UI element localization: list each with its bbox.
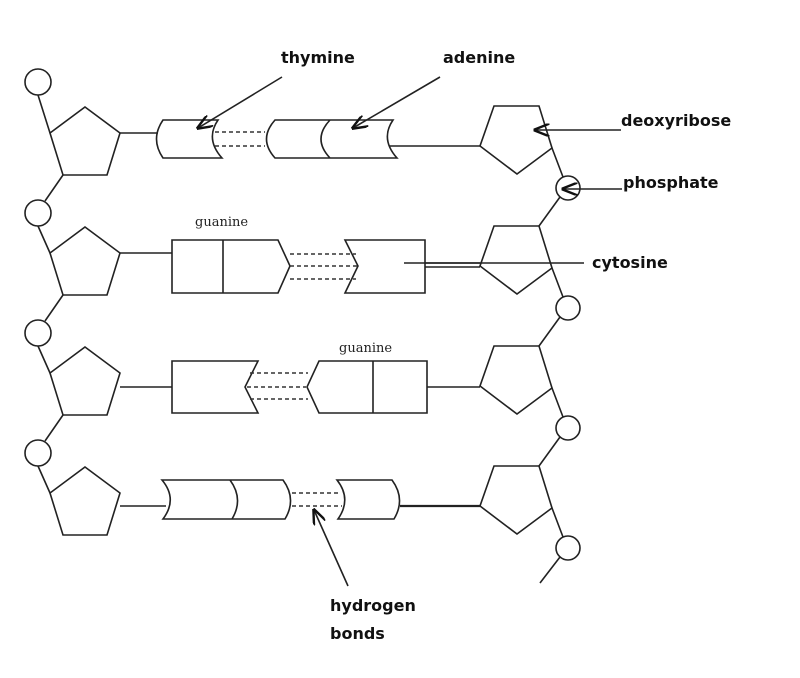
phosphate-circle	[24, 439, 52, 467]
arrow-adenine	[353, 76, 441, 128]
deoxyribose-pentagon	[479, 345, 553, 415]
left-backbone	[24, 68, 121, 536]
thymine-base	[155, 119, 224, 159]
arrow-thymine	[198, 76, 283, 128]
thymine-base	[335, 479, 401, 520]
cytosine-base	[171, 360, 260, 414]
deoxyribose-pentagon	[49, 346, 121, 416]
label-guanine: guanine	[339, 341, 392, 356]
base-pair-row-3	[120, 360, 480, 414]
label-bonds: bonds	[330, 624, 385, 643]
phosphate-circle	[24, 68, 52, 96]
label-thymine: thymine	[281, 48, 355, 67]
deoxyribose-pentagon	[479, 105, 553, 175]
label-phosphate: phosphate	[623, 173, 719, 192]
label-deoxyribose: deoxyribose	[621, 111, 731, 130]
base-pair-row-2	[120, 239, 480, 294]
phosphate-circle	[555, 415, 581, 441]
label-guanine: guanine	[195, 215, 248, 230]
label-adenine: adenine	[443, 48, 515, 67]
deoxyribose-pentagon	[49, 466, 121, 536]
guanine-base	[306, 360, 428, 414]
deoxyribose-pentagon	[49, 226, 121, 296]
phosphate-circle	[24, 319, 52, 347]
deoxyribose-pentagon	[49, 106, 121, 176]
adenine-base	[265, 119, 399, 159]
label-hydrogen: hydrogen	[330, 596, 416, 615]
label-cytosine: cytosine	[592, 253, 668, 272]
phosphate-circle	[24, 199, 52, 227]
base-pair-row-1	[120, 119, 480, 159]
phosphate-circle	[555, 175, 581, 201]
right-backbone	[479, 105, 581, 584]
deoxyribose-pentagon	[479, 225, 553, 295]
base-pair-row-4	[120, 479, 480, 520]
deoxyribose-pentagon	[479, 465, 553, 535]
phosphate-circle	[555, 535, 581, 561]
arrow-hydrogen-bonds	[314, 510, 349, 587]
adenine-base	[160, 479, 292, 520]
cytosine-base	[343, 239, 426, 294]
phosphate-circle	[555, 295, 581, 321]
guanine-base	[171, 239, 291, 294]
